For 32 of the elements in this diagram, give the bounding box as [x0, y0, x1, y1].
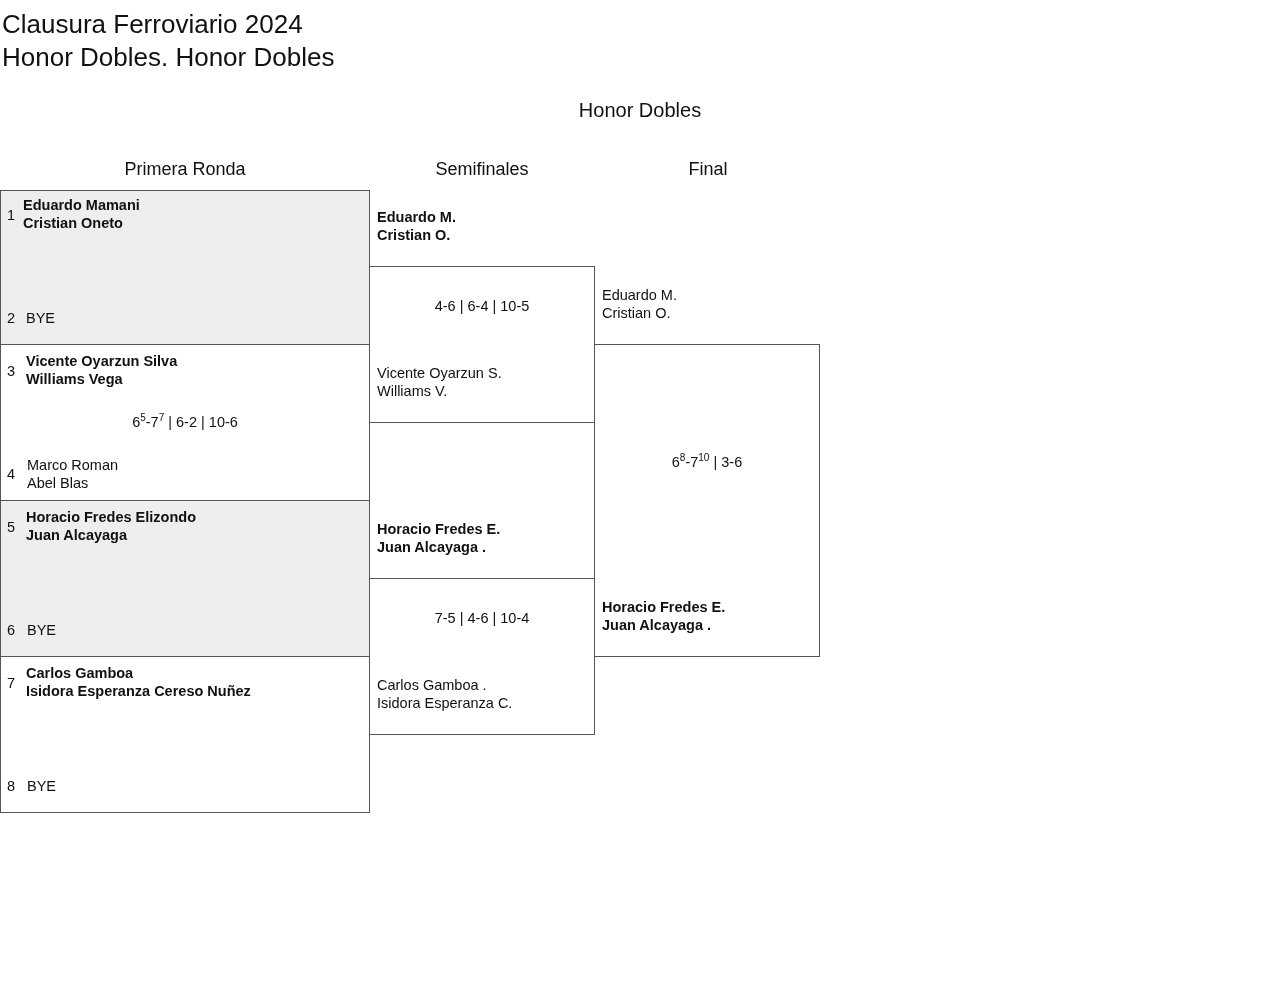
- seed-number: 1: [7, 206, 16, 224]
- player-names: Marco Roman Abel Blas: [27, 456, 119, 492]
- seed-number: 5: [7, 518, 16, 536]
- match-score: 7-5 | 4-6 | 10-4: [433, 609, 531, 627]
- player-names: Eduardo Mamani Cristian Oneto: [23, 196, 140, 232]
- player-names: Horacio Fredes Elizondo Juan Alcayaga: [26, 508, 196, 544]
- round-heading: Primera Ronda: [123, 158, 247, 181]
- page-title: Clausura Ferroviario 2024: [2, 8, 303, 41]
- match-score: 6$^{8}$-7$^{10}$ | 3-6: [670, 453, 744, 471]
- page-subtitle: Honor Dobles. Honor Dobles: [2, 41, 335, 73]
- player-names: Horacio Fredes E. Juan Alcayaga .: [602, 598, 726, 634]
- bye-label: BYE: [26, 309, 55, 327]
- seed-number: 8: [7, 777, 16, 795]
- seed-number: 3: [7, 362, 16, 380]
- bye-label: BYE: [27, 621, 56, 639]
- seed-number: 6: [7, 621, 16, 639]
- player-names: Vicente Oyarzun S. Williams V.: [377, 364, 502, 400]
- player-names: Carlos Gamboa Isidora Esperanza Cereso Nuñez: [26, 664, 251, 700]
- round-heading: Semifinales: [434, 158, 530, 181]
- player-names: Vicente Oyarzun Silva Williams Vega: [26, 352, 178, 388]
- seed-number: 4: [7, 465, 16, 483]
- seed-number: 7: [7, 674, 16, 692]
- match-score: 4-6 | 6-4 | 10-5: [433, 297, 531, 315]
- draw-heading: Honor Dobles: [577, 98, 703, 123]
- bye-label: BYE: [27, 777, 56, 795]
- player-names: Carlos Gamboa . Isidora Esperanza C.: [377, 676, 513, 712]
- player-names: Eduardo M. Cristian O.: [377, 208, 456, 244]
- match-score: 6$^{5}$-7$^{7}$ | 6-2 | 10-6: [131, 413, 239, 431]
- seed-number: 2: [7, 309, 16, 327]
- player-names: Horacio Fredes E. Juan Alcayaga .: [377, 520, 501, 556]
- round-heading: Final: [687, 158, 729, 181]
- player-names: Eduardo M. Cristian O.: [602, 286, 677, 322]
